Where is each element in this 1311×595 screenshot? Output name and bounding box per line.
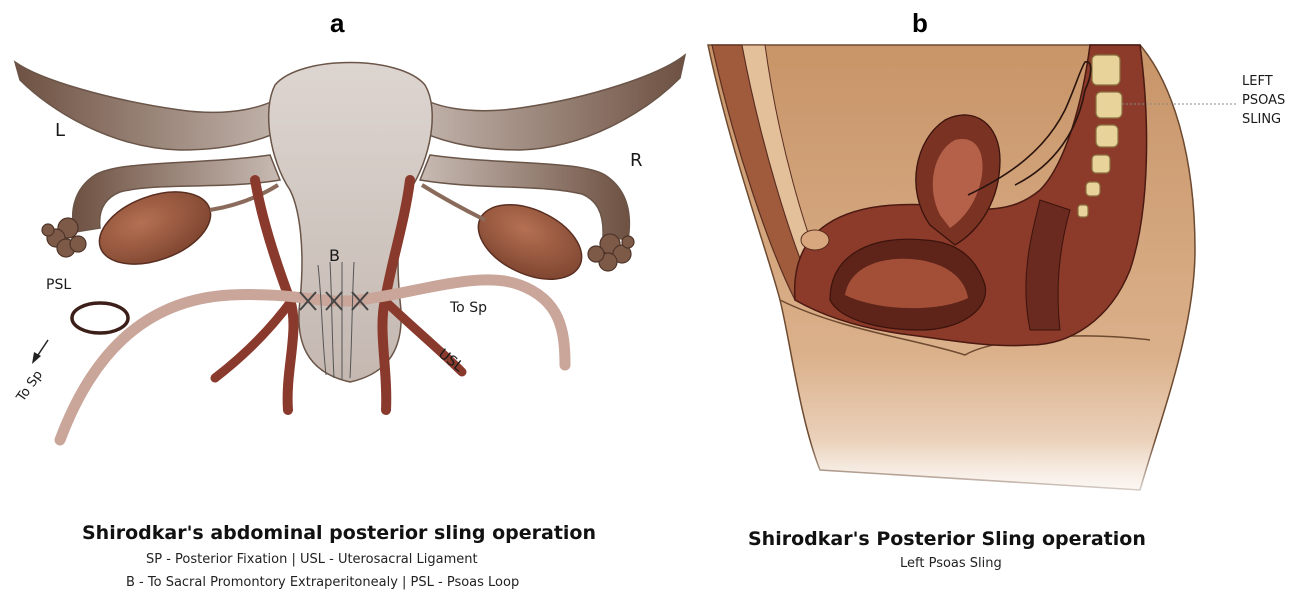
left-psoas-sling-label: LEFT PSOAS SLING [1242, 72, 1285, 129]
label-psoas-word: PSOAS [1242, 91, 1285, 110]
caption-line1-a: SP - Posterior Fixation | USL - Uterosac… [146, 552, 478, 567]
caption-line2-a: B - To Sacral Promontory Extraperitoneal… [126, 575, 519, 590]
label-left-word: LEFT [1242, 72, 1285, 91]
caption-line1-b: Left Psoas Sling [900, 556, 1002, 571]
caption-title-a: Shirodkar's abdominal posterior sling op… [82, 522, 596, 544]
caption-title-b: Shirodkar's Posterior Sling operation [748, 528, 1146, 550]
label-sling-word: SLING [1242, 110, 1285, 129]
